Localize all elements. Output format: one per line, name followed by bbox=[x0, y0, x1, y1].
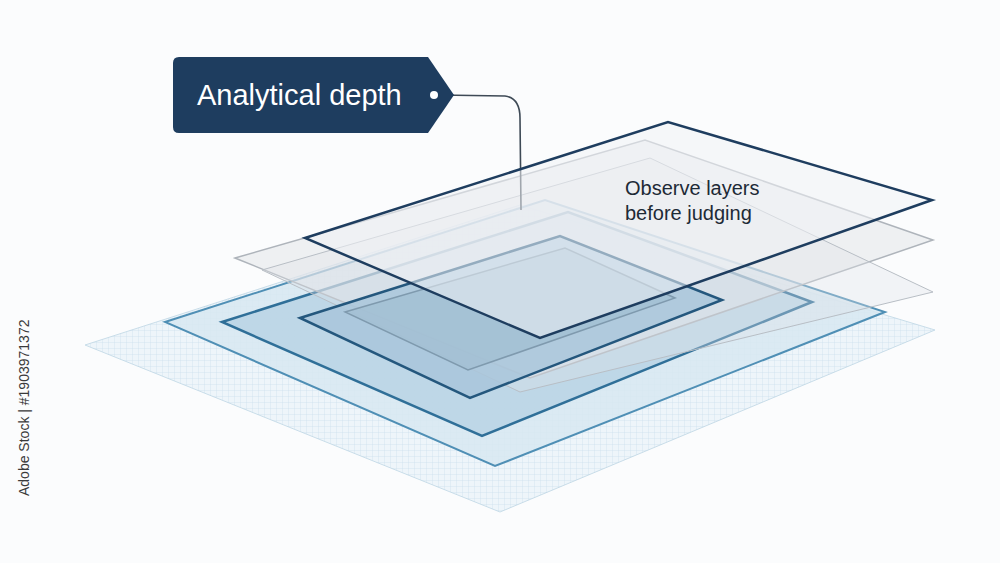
watermark-text: Adobe Stock | #1903971372 bbox=[16, 320, 32, 496]
note-text: Observe layers before judging bbox=[625, 176, 795, 226]
tag-text: Analytical depth bbox=[197, 79, 402, 112]
tag-label: Analytical depth bbox=[173, 57, 454, 133]
top-layer-outline bbox=[305, 122, 933, 340]
top-layer-plane: Observe layers before judging bbox=[305, 122, 933, 340]
